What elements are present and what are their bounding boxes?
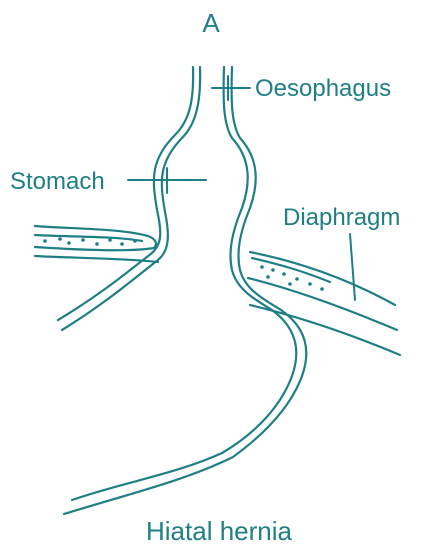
stomach-leader: [128, 168, 206, 193]
diaphragm-leader: [350, 234, 355, 300]
diagram-caption: Hiatal hernia: [146, 516, 293, 546]
oesophagus-left-wall: [58, 67, 200, 330]
oesophagus-label: Oesophagus: [255, 75, 391, 102]
panel-letter: A: [202, 8, 220, 38]
diaphragm-label: Diaphragm: [283, 204, 400, 231]
stomach-label: Stomach: [10, 168, 105, 195]
left-diaphragm: [35, 226, 158, 262]
